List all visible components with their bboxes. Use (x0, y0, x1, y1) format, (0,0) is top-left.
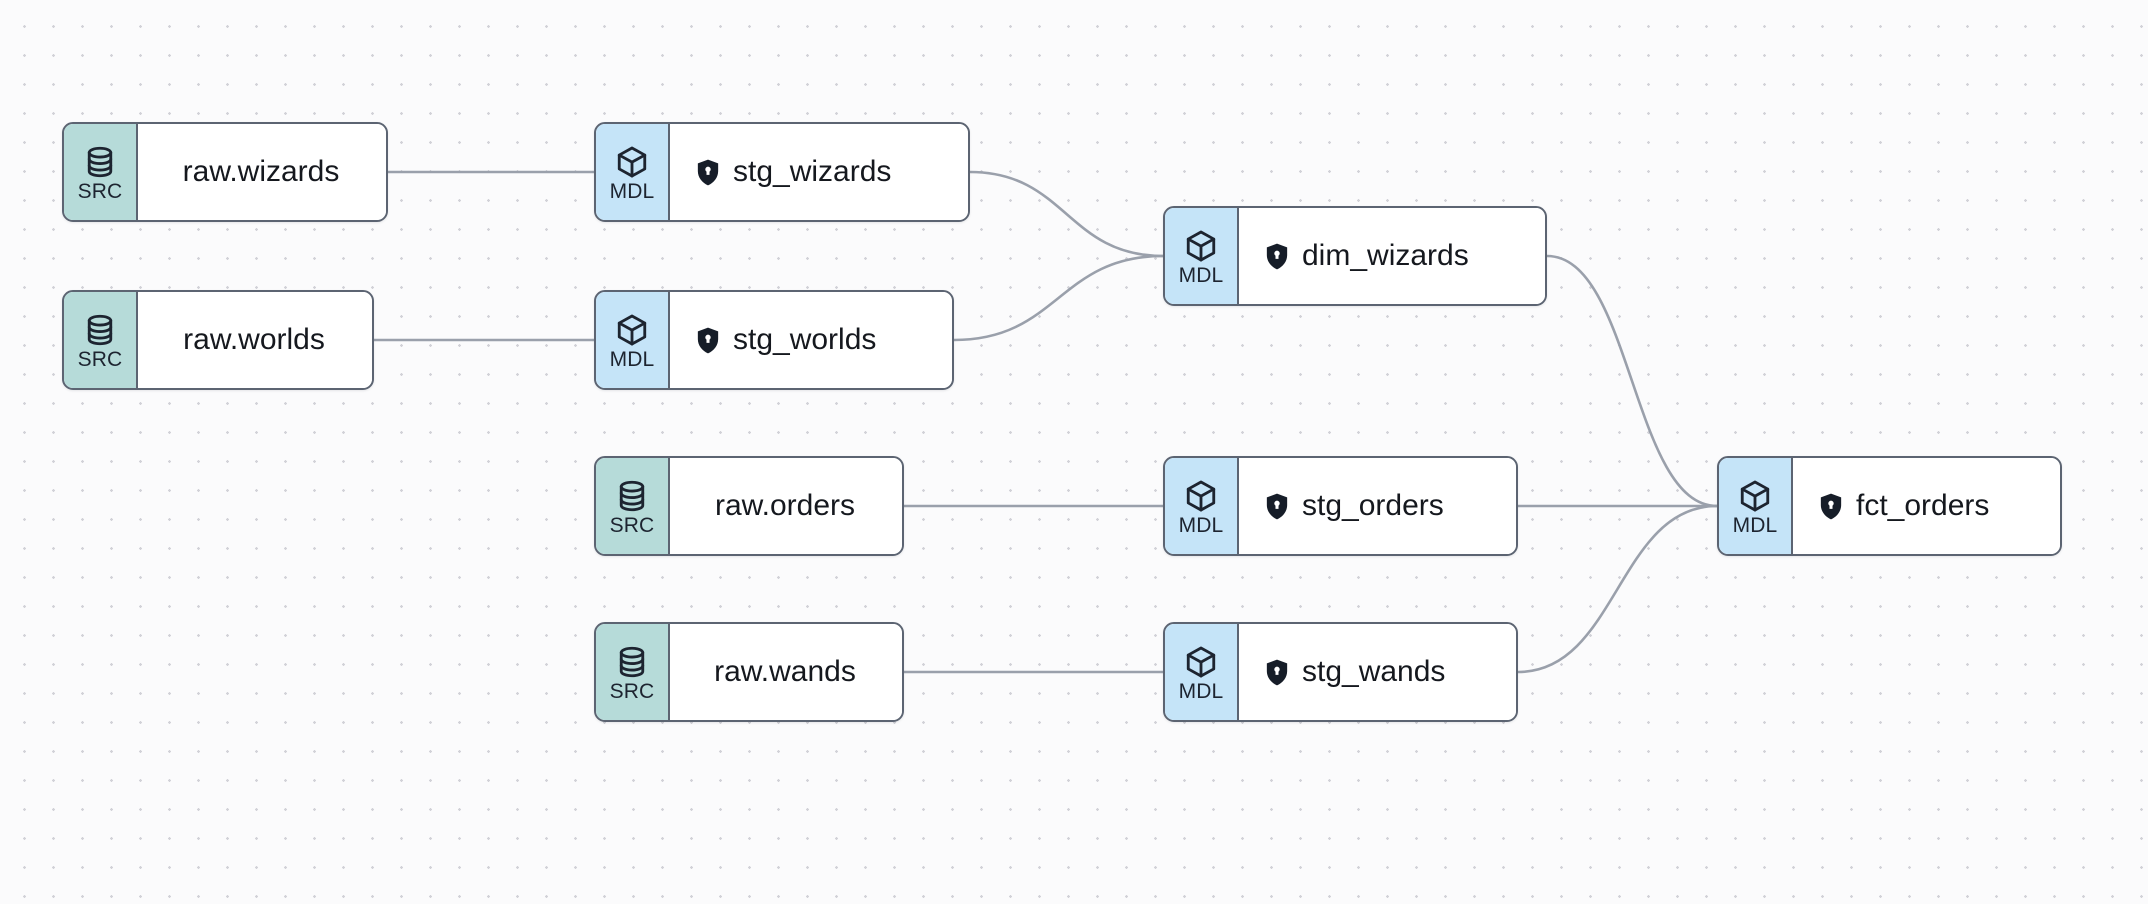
node-raw_worlds[interactable]: SRC raw.worlds (62, 290, 374, 390)
node-badge-mdl: MDL (596, 124, 670, 220)
node-title: raw.worlds (183, 323, 325, 356)
node-badge-src: SRC (596, 458, 670, 554)
node-raw_orders[interactable]: SRC raw.orders (594, 456, 904, 556)
node-title: stg_wizards (733, 155, 892, 188)
node-body: raw.worlds (138, 292, 372, 388)
shield-lock-icon (1265, 659, 1289, 686)
cube-icon (1184, 229, 1218, 263)
node-badge-label: SRC (609, 680, 655, 703)
node-badge-mdl: MDL (1165, 458, 1239, 554)
node-badge-mdl: MDL (1719, 458, 1793, 554)
node-stg_wizards[interactable]: MDL stg_wizards (594, 122, 970, 222)
node-body: raw.wizards (138, 124, 386, 220)
database-icon (615, 479, 649, 513)
node-title: dim_wizards (1302, 239, 1469, 272)
node-body: stg_wands (1239, 624, 1516, 720)
cube-icon (615, 313, 649, 347)
node-badge-src: SRC (596, 624, 670, 720)
node-body: stg_orders (1239, 458, 1516, 554)
node-badge-label: SRC (77, 180, 123, 203)
node-badge-label: MDL (1178, 264, 1224, 287)
node-title: stg_orders (1302, 489, 1444, 522)
node-badge-label: SRC (609, 514, 655, 537)
cube-icon (1738, 479, 1772, 513)
shield-lock-icon (1819, 493, 1843, 520)
node-title: raw.orders (714, 489, 856, 522)
node-badge-label: MDL (1732, 514, 1778, 537)
node-badge-mdl: MDL (1165, 208, 1239, 304)
node-stg_worlds[interactable]: MDL stg_worlds (594, 290, 954, 390)
node-badge-label: MDL (609, 348, 655, 371)
node-title: stg_worlds (733, 323, 877, 356)
node-badge-label: MDL (1178, 680, 1224, 703)
shield-lock-icon (1265, 243, 1289, 270)
node-badge-src: SRC (64, 124, 138, 220)
node-fct_orders[interactable]: MDL fct_orders (1717, 456, 2062, 556)
shield-lock-icon (696, 159, 720, 186)
node-body: dim_wizards (1239, 208, 1545, 304)
database-icon (615, 645, 649, 679)
node-body: raw.orders (670, 458, 902, 554)
node-raw_wizards[interactable]: SRC raw.wizards (62, 122, 388, 222)
node-title: raw.wizards (182, 155, 340, 188)
node-badge-mdl: MDL (1165, 624, 1239, 720)
node-badge-src: SRC (64, 292, 138, 388)
cube-icon (1184, 479, 1218, 513)
node-title: stg_wands (1302, 655, 1446, 688)
shield-lock-icon (696, 327, 720, 354)
node-badge-label: MDL (609, 180, 655, 203)
node-body: stg_wizards (670, 124, 968, 220)
node-title: fct_orders (1856, 489, 1990, 522)
node-body: fct_orders (1793, 458, 2060, 554)
node-stg_wands[interactable]: MDL stg_wands (1163, 622, 1518, 722)
cube-icon (1184, 645, 1218, 679)
database-icon (83, 313, 117, 347)
node-dim_wizards[interactable]: MDL dim_wizards (1163, 206, 1547, 306)
node-raw_wands[interactable]: SRC raw.wands (594, 622, 904, 722)
node-stg_orders[interactable]: MDL stg_orders (1163, 456, 1518, 556)
node-badge-label: SRC (77, 348, 123, 371)
shield-lock-icon (1265, 493, 1289, 520)
cube-icon (615, 145, 649, 179)
node-badge-mdl: MDL (596, 292, 670, 388)
node-badge-label: MDL (1178, 514, 1224, 537)
node-body: raw.wands (670, 624, 902, 720)
database-icon (83, 145, 117, 179)
node-title: raw.wands (714, 655, 856, 688)
node-body: stg_worlds (670, 292, 952, 388)
